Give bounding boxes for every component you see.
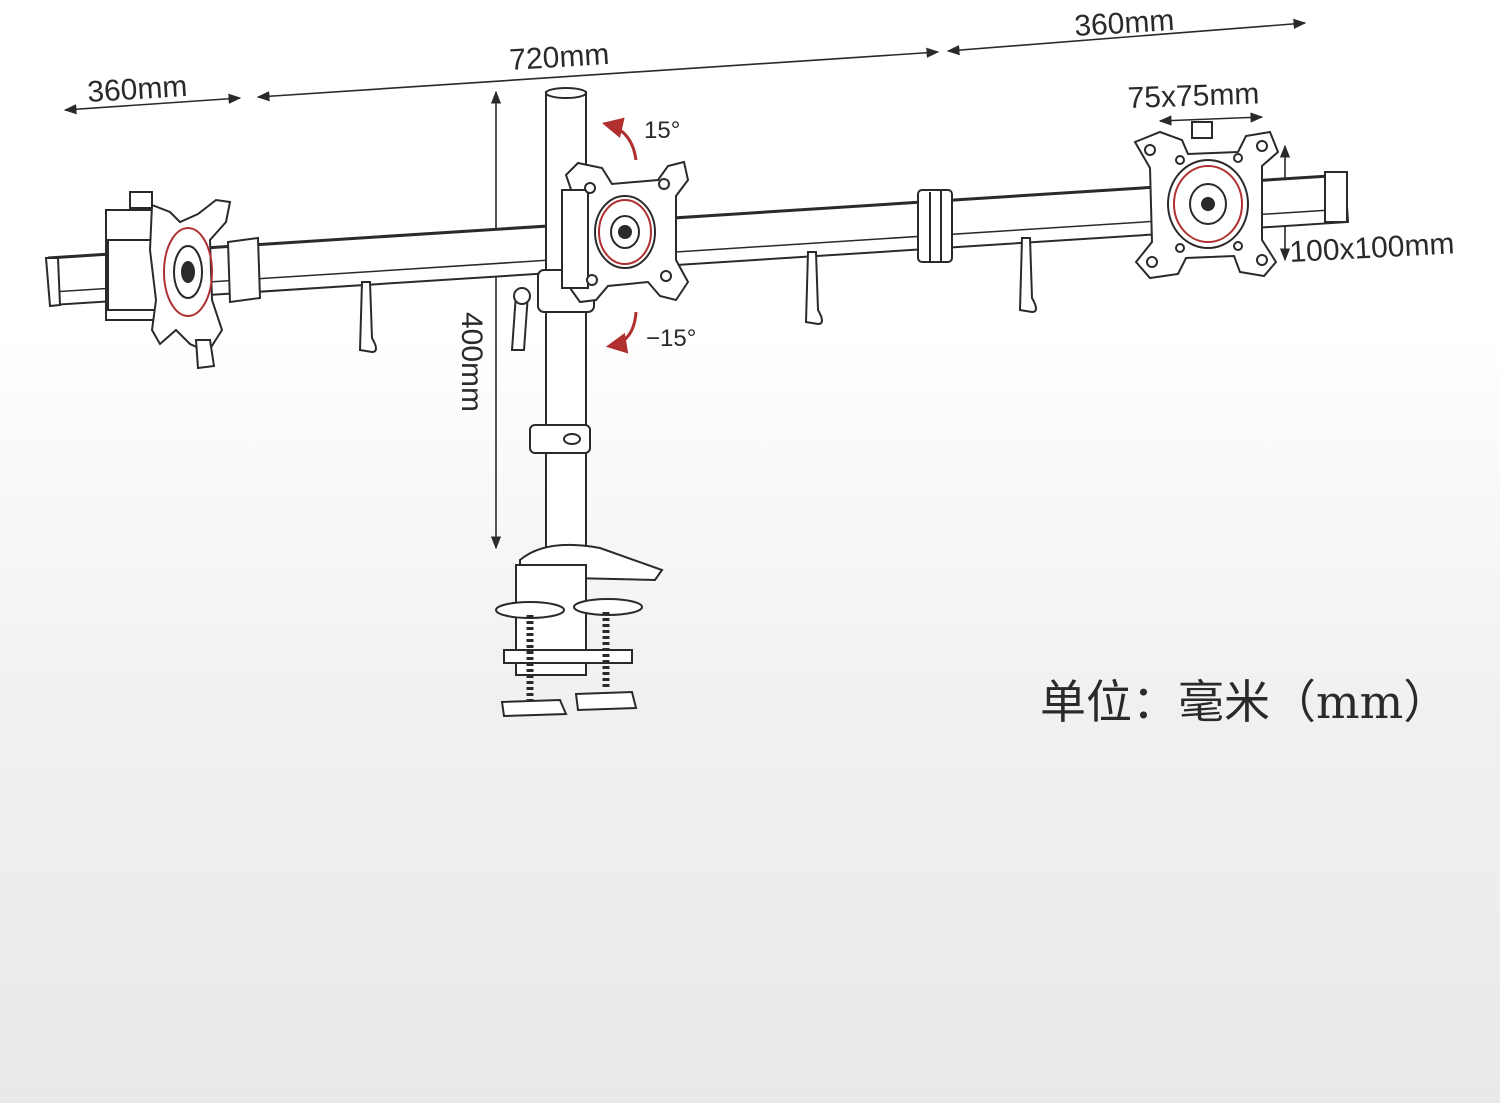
- clamp-foot-right: [574, 690, 638, 712]
- dim-line-center-span: [256, 47, 940, 102]
- dim-label-vesa-small: 75x75mm: [1127, 77, 1260, 115]
- dim-label-pole-height: 400mm: [455, 312, 488, 412]
- tilt-up-label: 15°: [644, 117, 680, 144]
- vesa-plate-center: [561, 160, 690, 304]
- tilt-up-arrow: [601, 117, 638, 161]
- dim-line-vesa-small: [1158, 112, 1264, 126]
- desk-clamp: [495, 543, 664, 718]
- pole: [529, 87, 591, 563]
- dim-label-center-span: 720mm: [508, 38, 610, 77]
- cable-hooks: [358, 237, 1037, 354]
- dim-line-right-arm: [946, 18, 1307, 56]
- dim-label-right-arm: 360mm: [1073, 4, 1175, 43]
- dim-line-left-arm: [63, 93, 242, 115]
- tilt-down-arrow: [605, 311, 638, 354]
- unit-note: 单位：毫米（mm）: [1040, 675, 1449, 729]
- crossbar-joint: [917, 189, 953, 263]
- cable-hook-2: [804, 251, 823, 326]
- dim-label-vesa-large: 100x100mm: [1289, 227, 1456, 269]
- crossbar: [44, 171, 1350, 308]
- pole-collar: [529, 424, 591, 454]
- vesa-plate-left: [105, 191, 262, 370]
- clamp-foot-left: [500, 698, 568, 718]
- tilt-down-label: −15°: [646, 325, 696, 352]
- tilt-indicators: [601, 117, 638, 354]
- cable-hook-1: [358, 281, 377, 354]
- dim-label-left-arm: 360mm: [86, 70, 188, 109]
- cable-hook-3: [1018, 237, 1037, 314]
- vesa-plate-right: [1133, 121, 1280, 280]
